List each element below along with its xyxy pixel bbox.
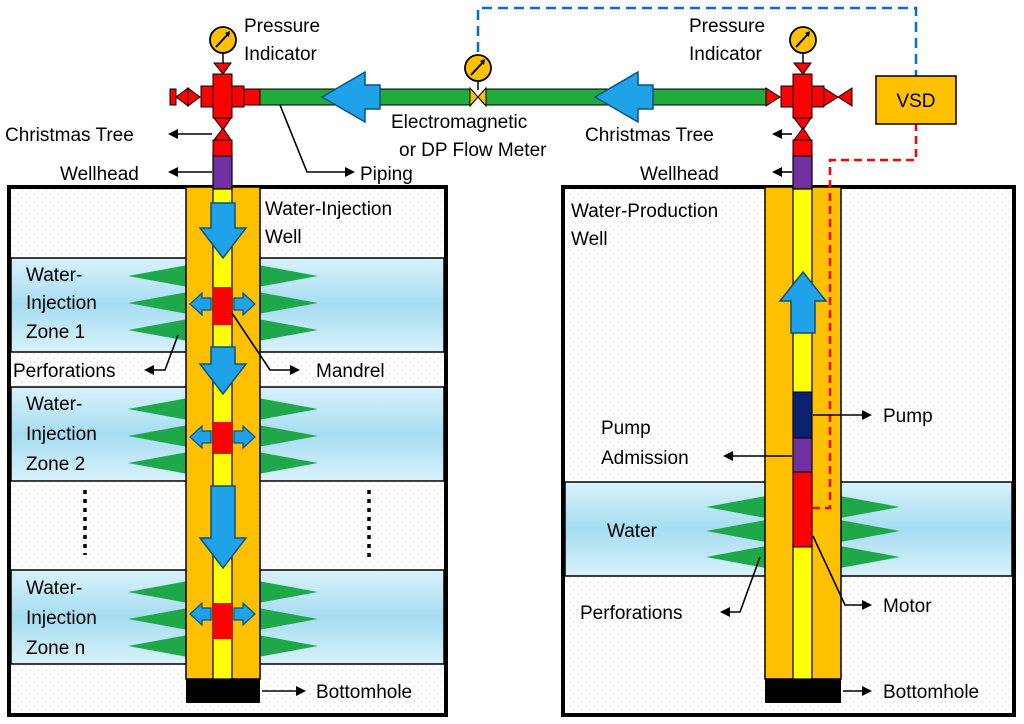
production-bottomhole: [765, 679, 841, 703]
flow-meter-label: or DP Flow Meter: [399, 140, 547, 161]
down-flow-arrow-icon: [198, 202, 248, 260]
injection-perforations: [128, 265, 318, 657]
left-flow-arrow-icon: [593, 70, 654, 124]
perforations-label-right: Perforations: [580, 603, 682, 624]
signal-line: [476, 6, 918, 76]
injection-well: [7, 153, 448, 717]
left-flow-arrow-icon: [189, 601, 212, 627]
motor: [792, 471, 813, 548]
bottomhole-label-left: Bottomhole: [316, 682, 412, 703]
mandrel: [213, 422, 232, 454]
zone-n-label: Water-: [26, 578, 82, 599]
pointer-lines: [144, 104, 872, 696]
wellhead-label-right: Wellhead: [640, 164, 719, 185]
christmas-tree-label-right: Christmas Tree: [585, 125, 714, 146]
flow-meter-label: Electromagnetic: [391, 112, 527, 133]
left-flow-arrow-icon: [189, 424, 212, 450]
up-flow-arrow-icon: [778, 270, 828, 334]
pressure-indicator-label-right: Pressure: [689, 16, 765, 37]
injection-well-label: Water-Injection: [265, 199, 392, 220]
zone-2-label: Zone 2: [26, 454, 85, 475]
bottomhole-label-right: Bottomhole: [883, 682, 979, 703]
right-flow-arrow-icon: [233, 291, 256, 317]
pressure-gauge-icon: [464, 54, 492, 82]
zone-1-label: Injection: [26, 293, 97, 314]
down-flow-arrow-icon: [198, 346, 248, 396]
pump: [792, 391, 813, 439]
pressure-indicator-label-right: Indicator: [689, 44, 763, 65]
zone-1-label: Zone 1: [26, 322, 85, 343]
zone-n-label: Injection: [26, 608, 97, 629]
production-wellhead: [792, 153, 813, 190]
pump-admission: [792, 437, 813, 473]
pressure-indicator-label-left: Pressure: [244, 16, 320, 37]
christmas-tree-right: [765, 52, 853, 157]
injection-well-label: Well: [265, 227, 302, 248]
pressure-indicator-label-left: Indicator: [244, 44, 318, 65]
christmas-tree-label-left: Christmas Tree: [5, 125, 134, 146]
piping-label: Piping: [360, 164, 413, 185]
zone-n-label: Zone n: [26, 638, 85, 659]
mandrel: [213, 603, 232, 639]
right-flow-arrow-icon: [233, 424, 256, 450]
production-well: [561, 153, 1016, 717]
pump-label: Pump: [883, 406, 933, 427]
zone-2-label: Water-: [26, 394, 82, 415]
mandrel-label: Mandrel: [316, 361, 385, 382]
left-flow-arrow-icon: [189, 291, 212, 317]
perforations-label-left: Perforations: [13, 361, 115, 382]
pressure-gauge-icon: [209, 26, 237, 54]
water-label: Water: [607, 521, 658, 542]
zone-1-label: Water-: [26, 265, 82, 286]
pressure-gauge-icon: [789, 26, 817, 54]
wellhead-label-left: Wellhead: [60, 164, 139, 185]
power-line: [813, 123, 918, 510]
vsd-label: VSD: [896, 91, 935, 112]
pump-admission-label: Admission: [601, 448, 689, 469]
pump-admission-label: Pump: [601, 418, 651, 439]
motor-label: Motor: [883, 596, 932, 617]
injection-wellhead: [212, 153, 233, 190]
production-perforations: [706, 496, 900, 568]
left-flow-arrow-icon: [320, 70, 381, 124]
down-flow-arrow-icon: [198, 485, 248, 570]
injection-bottomhole: [186, 679, 260, 703]
production-well-label: Well: [571, 229, 608, 250]
flow-meter-icon: [469, 86, 487, 108]
vsd-box: [875, 75, 957, 125]
right-flow-arrow-icon: [233, 601, 256, 627]
production-well-label: Water-Production: [571, 201, 718, 222]
christmas-tree-left: [169, 52, 261, 157]
mandrel: [213, 287, 232, 325]
zone-2-label: Injection: [26, 424, 97, 445]
